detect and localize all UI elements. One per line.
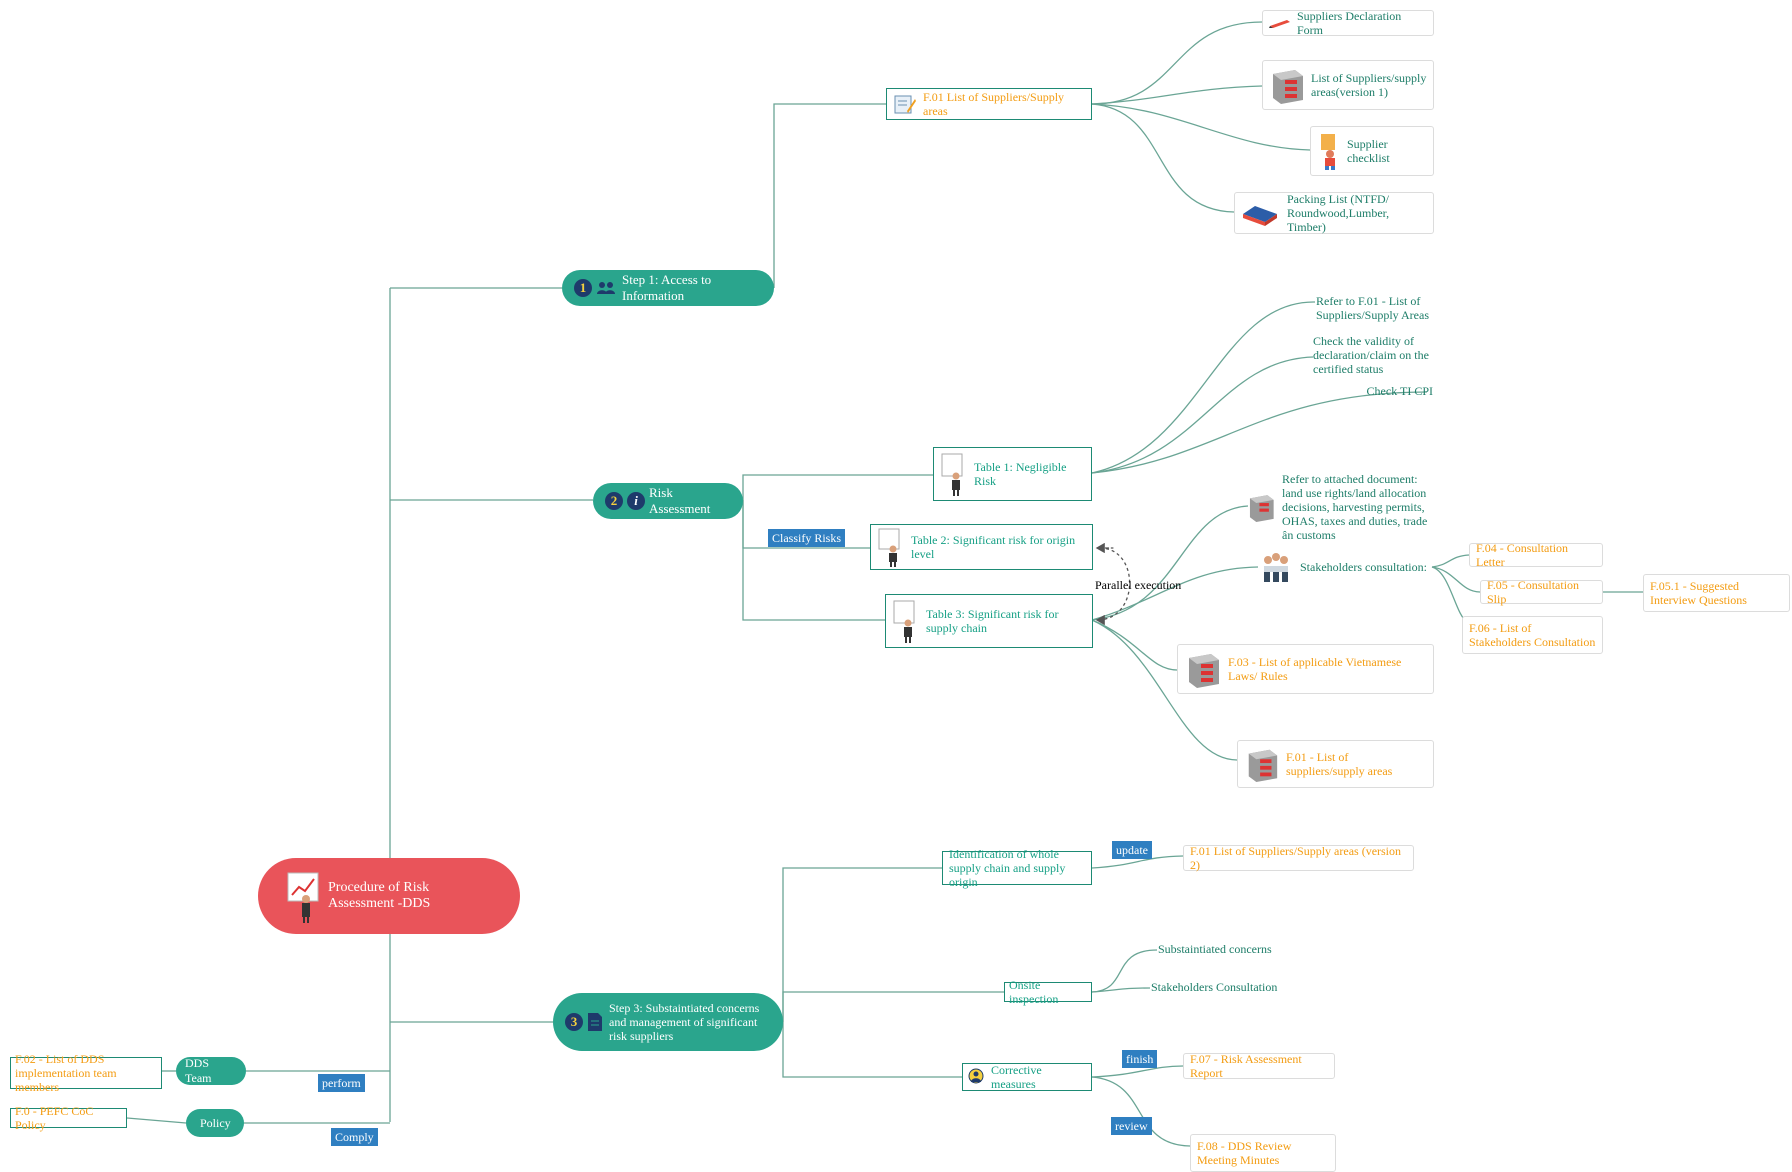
finish-tag: finish: [1122, 1050, 1158, 1068]
f05-node[interactable]: F.05 - Consultation Slip: [1480, 578, 1603, 606]
pen-icon: [1269, 20, 1290, 28]
f04-node[interactable]: F.04 - Consultation Letter: [1469, 541, 1603, 569]
f02-node[interactable]: F.02 - List of DDS implementation team m…: [10, 1052, 162, 1094]
step2-label: Risk Assessment: [649, 485, 711, 516]
document-icon: [588, 1013, 602, 1031]
presenter-icon: [287, 872, 319, 923]
file-cabinet-icon: [1248, 749, 1278, 782]
number-badge-3: 3: [565, 1013, 583, 1031]
f0-policy-label: F.0 - PEFC CoC Policy: [15, 1104, 94, 1132]
f07-node[interactable]: F.07 - Risk Assessment Report: [1183, 1052, 1335, 1080]
award-icon: [968, 1068, 984, 1084]
f051-label: F.05.1 - Suggested Interview Questions: [1650, 579, 1747, 607]
policy-node[interactable]: Policy: [186, 1109, 244, 1137]
root-node[interactable]: Procedure of Risk Assessment -DDS: [258, 858, 520, 934]
table2-label: Table 2: Significant risk for origin lev…: [911, 533, 1076, 561]
form-pencil-icon: [894, 95, 916, 114]
suppliers-declaration-label: Suppliers Declaration Form: [1297, 9, 1402, 37]
onsite-inspection-label: Onsite inspection: [1009, 978, 1059, 1006]
f07-label: F.07 - Risk Assessment Report: [1190, 1052, 1302, 1080]
presenter-board-icon: [941, 453, 963, 496]
presenter-board-icon: [893, 600, 915, 643]
f08-node[interactable]: F.08 - DDS Review Meeting Minutes: [1190, 1134, 1336, 1172]
table3-label: Table 3: Significant risk for supply cha…: [926, 607, 1059, 635]
dds-team-label: DDS Team: [185, 1056, 212, 1085]
f051-node[interactable]: F.05.1 - Suggested Interview Questions: [1643, 574, 1790, 612]
table2-node[interactable]: Table 2: Significant risk for origin lev…: [870, 524, 1093, 570]
stakeholders-consultation-node[interactable]: Stakeholders consultation:: [1258, 550, 1430, 584]
step3-node[interactable]: 3 Step 3: Substaintiated concerns and ma…: [553, 993, 783, 1051]
supplier-checklist-label: Supplier checklist: [1347, 137, 1390, 165]
update-tag: update: [1112, 841, 1152, 859]
root-label: Procedure of Risk Assessment -DDS: [328, 880, 431, 911]
refer-f01-label: Refer to F.01 - List of Suppliers/Supply…: [1316, 294, 1429, 322]
f01v2-label: F.01 List of Suppliers/Supply areas (ver…: [1190, 844, 1402, 872]
suppliers-declaration-node[interactable]: Suppliers Declaration Form: [1262, 9, 1434, 37]
presenter-board-icon: [878, 528, 900, 567]
refer-document-node[interactable]: Refer to attached document: land use rig…: [1246, 472, 1436, 542]
packing-list-node[interactable]: Packing List (NTFD/ Roundwood,Lumber, Ti…: [1234, 192, 1434, 234]
onsite-inspection-node[interactable]: Onsite inspection: [1004, 978, 1092, 1006]
f01-list-label: F.01 List of Suppliers/Supply areas: [923, 90, 1065, 118]
f08-label: F.08 - DDS Review Meeting Minutes: [1197, 1139, 1292, 1167]
f01b-label: F.01 - List of suppliers/supply areas: [1286, 750, 1393, 778]
f0-policy-node[interactable]: F.0 - PEFC CoC Policy: [10, 1104, 127, 1132]
info-icon: i: [627, 492, 645, 510]
table1-node[interactable]: Table 1: Negligible Risk: [933, 447, 1092, 501]
dds-team-node[interactable]: DDS Team: [176, 1056, 246, 1085]
refer-f01-node[interactable]: Refer to F.01 - List of Suppliers/Supply…: [1316, 294, 1436, 322]
file-cabinet-icon: [1189, 654, 1219, 688]
books-icon: [1243, 206, 1277, 226]
substantiated-concerns-label: Substaintiated concerns: [1158, 942, 1272, 956]
f04-label: F.04 - Consultation Letter: [1476, 541, 1569, 569]
meeting-group-icon: [1264, 553, 1288, 582]
file-cabinet-icon: [1249, 495, 1274, 522]
check-ti-cpi-node[interactable]: Check TI CPI: [1361, 384, 1433, 398]
list-suppliers-v1-label: List of Suppliers/supply areas(version 1…: [1311, 71, 1427, 99]
stakeholders-consultation-step3-label: Stakeholders Consultation: [1151, 980, 1278, 994]
refer-document-label: Refer to attached document: land use rig…: [1282, 472, 1428, 542]
f06-label: F.06 - List of Stakeholders Consultation: [1469, 621, 1596, 649]
f05-label: F.05 - Consultation Slip: [1487, 578, 1580, 606]
step2-node[interactable]: 2 i Risk Assessment: [593, 483, 743, 519]
check-ti-cpi-label: Check TI CPI: [1366, 384, 1433, 398]
checklist-person-icon: [1321, 134, 1335, 170]
classify-risks-tag: Classify Risks: [768, 529, 846, 547]
file-cabinet-icon: [1273, 70, 1303, 104]
stakeholders-consultation-label: Stakeholders consultation:: [1300, 560, 1427, 574]
parallel-execution-label: Parallel execution: [1095, 578, 1182, 592]
f03-label: F.03 - List of applicable Vietnamese Law…: [1228, 655, 1402, 683]
f01b-node[interactable]: F.01 - List of suppliers/supply areas: [1237, 740, 1434, 788]
packing-list-label: Packing List (NTFD/ Roundwood,Lumber, Ti…: [1287, 192, 1390, 234]
identification-label: Identification of whole supply chain and…: [949, 847, 1066, 889]
step3-label: Step 3: Substaintiated concerns and mana…: [609, 1001, 760, 1043]
list-suppliers-v1-node[interactable]: List of Suppliers/supply areas(version 1…: [1262, 60, 1434, 110]
f02-label: F.02 - List of DDS implementation team m…: [15, 1052, 117, 1094]
people-icon: [597, 282, 615, 294]
comply-tag: Comply: [331, 1128, 378, 1146]
identification-node[interactable]: Identification of whole supply chain and…: [942, 847, 1092, 889]
f03-node[interactable]: F.03 - List of applicable Vietnamese Law…: [1177, 644, 1434, 694]
check-validity-label: Check the validity of declaration/claim …: [1313, 334, 1429, 376]
perform-tag: perform: [318, 1074, 365, 1092]
step1-label: Step 1: Access to Information: [622, 272, 712, 303]
f06-node[interactable]: F.06 - List of Stakeholders Consultation: [1462, 616, 1603, 654]
f01-list-node[interactable]: F.01 List of Suppliers/Supply areas: [886, 88, 1092, 120]
check-validity-node[interactable]: Check the validity of declaration/claim …: [1313, 334, 1433, 376]
substantiated-concerns-node[interactable]: Substaintiated concerns: [1158, 942, 1272, 956]
policy-label: Policy: [200, 1115, 231, 1130]
table1-label: Table 1: Negligible Risk: [974, 460, 1067, 488]
number-badge-2: 2: [605, 492, 623, 510]
number-badge-1: 1: [574, 279, 592, 297]
supplier-checklist-node[interactable]: Supplier checklist: [1310, 126, 1434, 176]
table3-node[interactable]: Table 3: Significant risk for supply cha…: [885, 594, 1093, 648]
review-tag: review: [1111, 1117, 1152, 1135]
stakeholders-consultation-step3-node[interactable]: Stakeholders Consultation: [1151, 980, 1277, 994]
f01v2-node[interactable]: F.01 List of Suppliers/Supply areas (ver…: [1183, 844, 1414, 872]
corrective-measures-node[interactable]: Corrective measures: [962, 1063, 1092, 1091]
corrective-measures-label: Corrective measures: [991, 1063, 1042, 1091]
step1-node[interactable]: 1 Step 1: Access to Information: [562, 270, 774, 306]
